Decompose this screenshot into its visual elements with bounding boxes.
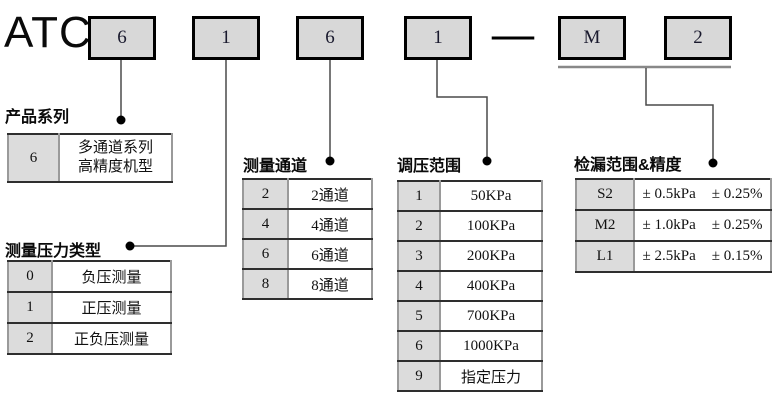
value-cell: 200KPa [440,240,543,272]
pressure-type-table: 0 负压测量 1 正压测量 2 正负压测量 [7,260,172,355]
bullet-leak-range [708,158,718,168]
table-row: 1 正压测量 [7,291,172,324]
model-box-5: M [558,16,626,60]
section-title-pressure-range: 调压范围 [397,158,462,175]
code-cell: 1 [7,291,53,324]
channels-table: 2 2通道 4 4通道 6 6通道 8 8通道 [242,178,373,300]
leak-accuracy-value: ± 0.15% [711,248,763,264]
leak-value: ± 0.5kPa ± 0.25% [637,186,768,203]
value-cell: ± 2.5kPa ± 0.15% [634,240,772,273]
section-title-channels: 测量通道 [243,158,308,175]
value-cell: ± 1.0kPa ± 0.25% [634,209,772,242]
product-series-table: 6 多通道系列 高精度机型 [7,133,173,183]
table-row: 4 4通道 [242,208,373,240]
pressure-range-table: 1 50KPa 2 100KPa 3 200KPa 4 400KPa 5 700… [397,180,543,392]
table-row: 6 6通道 [242,238,373,270]
leak-accuracy-value: ± 0.25% [711,217,763,233]
value-cell: 6通道 [288,238,373,270]
value-cell: 多通道系列 高精度机型 [59,133,173,183]
code-cell: 6 [242,238,289,270]
value-cell: 正负压测量 [52,322,172,355]
value-cell: 4通道 [288,208,373,240]
code-cell: 6 [7,133,60,183]
value-cell: 700KPa [440,300,543,332]
code-cell: L1 [575,240,635,273]
value-cell: 指定压力 [440,360,543,392]
model-code-separator: — [492,12,534,58]
table-row: 0 负压测量 [7,260,172,293]
value-cell: 400KPa [440,270,543,302]
table-row: 1 50KPa [397,180,543,212]
bullet-product-series [116,115,126,125]
code-cell: M2 [575,209,635,242]
code-cell: 4 [397,270,441,302]
leak-range-value: ± 1.0kPa [642,217,696,233]
code-cell: 2 [242,178,289,210]
code-cell: 2 [397,210,441,242]
code-cell: 4 [242,208,289,240]
leak-value: ± 2.5kPa ± 0.15% [637,248,768,265]
table-row: 6 多通道系列 高精度机型 [7,133,173,183]
code-cell: 6 [397,330,441,362]
model-prefix: ATC [4,8,92,57]
table-row: 2 正负压测量 [7,322,172,355]
model-box-2: 1 [192,16,260,60]
leak-accuracy-value: ± 0.25% [711,186,763,202]
table-row: 5 700KPa [397,300,543,332]
leak-range-table: S2 ± 0.5kPa ± 0.25% M2 ± 1.0kPa ± 0.25% L1… [575,178,772,273]
section-title-pressure-type: 测量压力类型 [5,243,102,260]
bullet-pressure-type [125,241,135,251]
table-row: S2 ± 0.5kPa ± 0.25% [575,178,772,211]
model-box-3: 6 [296,16,364,60]
table-row: 3 200KPa [397,240,543,272]
leak-value: ± 1.0kPa ± 0.25% [637,217,768,234]
value-cell: 负压测量 [52,260,172,293]
leader-line-leak-range [645,68,714,160]
table-row: 9 指定压力 [397,360,543,392]
value-cell: 8通道 [288,268,373,300]
table-row: 2 2通道 [242,178,373,210]
value-cell: ± 0.5kPa ± 0.25% [634,178,772,211]
value-cell: 2通道 [288,178,373,210]
code-cell: 2 [7,322,53,355]
leak-range-value: ± 0.5kPa [642,186,696,202]
model-box-6: 2 [664,16,732,60]
leader-line-pressure-type [134,58,227,247]
table-row: 4 400KPa [397,270,543,302]
table-row: 8 8通道 [242,268,373,300]
code-cell: 0 [7,260,53,293]
value-cell: 100KPa [440,210,543,242]
leader-line-pressure-range [436,58,488,158]
value-cell: 50KPa [440,180,543,212]
section-title-leak-range: 检漏范围&精度 [574,157,682,174]
table-row: L1 ± 2.5kPa ± 0.15% [575,240,772,273]
table-row: M2 ± 1.0kPa ± 0.25% [575,209,772,242]
code-cell: 1 [397,180,441,212]
table-row: 6 1000KPa [397,330,543,362]
model-box-1: 6 [88,16,156,60]
leak-range-value: ± 2.5kPa [642,248,696,264]
code-cell: 9 [397,360,441,392]
code-cell: 5 [397,300,441,332]
code-cell: 8 [242,268,289,300]
value-cell: 正压测量 [52,291,172,324]
value-cell: 1000KPa [440,330,543,362]
table-row: 2 100KPa [397,210,543,242]
code-cell: S2 [575,178,635,211]
model-box-4: 1 [404,16,472,60]
code-cell: 3 [397,240,441,272]
bullet-channels [325,156,335,166]
bullet-pressure-range [482,156,492,166]
section-title-product-series: 产品系列 [5,109,70,126]
